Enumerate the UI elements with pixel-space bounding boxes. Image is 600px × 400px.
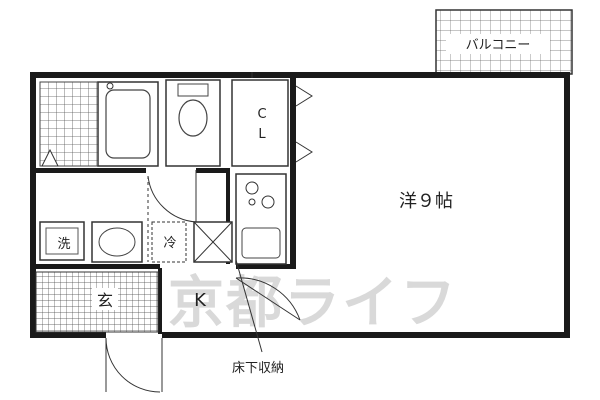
closet: C L [231, 79, 313, 167]
fridge: 冷 [151, 221, 187, 263]
kitchen-counter [235, 173, 287, 265]
balcony: バルコニー [435, 9, 573, 75]
entrance: 玄 [35, 271, 159, 333]
exterior-walls [30, 72, 570, 338]
entrance-label: 玄 [97, 291, 113, 310]
interior-walls [36, 78, 296, 334]
toilet [165, 79, 221, 167]
bathroom [39, 81, 159, 167]
underfloor-storage [193, 221, 233, 263]
watermark: 京都ライフ [168, 271, 458, 336]
closet-label: C [257, 107, 266, 122]
washroom: 洗 [39, 176, 149, 263]
closet-label-2: L [258, 127, 266, 142]
kitchen-label: K [194, 290, 207, 311]
fridge-label: 冷 [163, 236, 176, 251]
doors [105, 72, 301, 393]
balcony-label: バルコニー [466, 38, 531, 53]
underfloor-storage-callout: 床下収納 [232, 259, 284, 376]
washer-label: 洗 [57, 237, 70, 252]
western-room-label: 洋９帖 [399, 191, 453, 212]
underfloor-storage-label: 床下収納 [232, 361, 284, 376]
